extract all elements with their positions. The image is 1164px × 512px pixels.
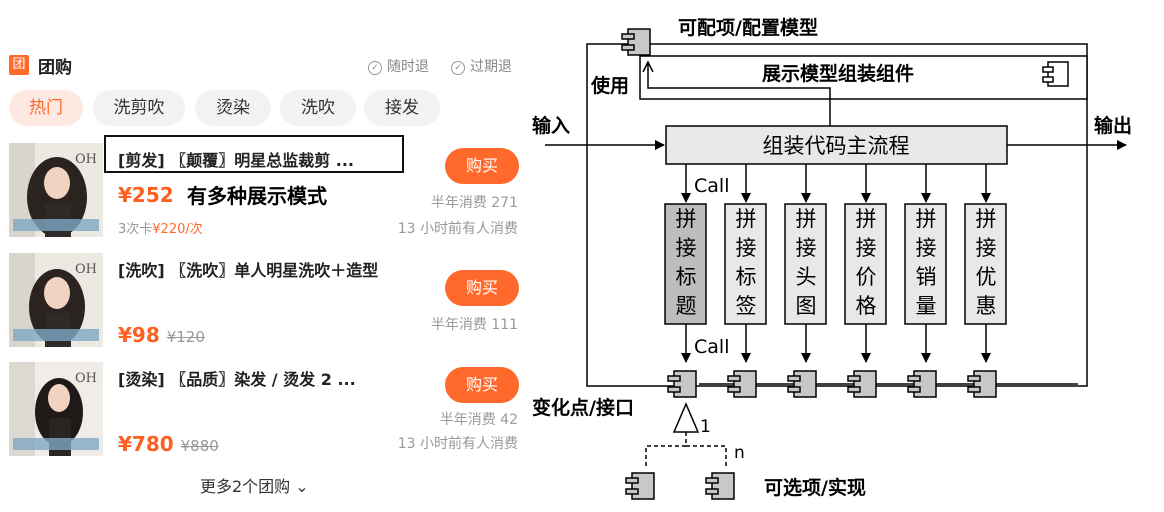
item-price: ¥252: [118, 183, 174, 207]
item-thumbnail[interactable]: OH: [9, 253, 103, 347]
step-box-price: [844, 203, 887, 325]
step-box-image: [784, 203, 827, 325]
tab-wash-blow[interactable]: 洗吹: [280, 90, 356, 126]
step-label-tag: 拼接标签: [736, 207, 757, 318]
item-price: ¥98 ¥120: [118, 323, 205, 347]
config-component-icon: [621, 28, 651, 56]
group-buy-panel: 团 团购 ✓随时退 ✓过期退 热门 洗剪吹 烫染 洗吹 接发 OH [剪发] 〖…: [0, 0, 540, 512]
impl-dashed-line-1: [645, 432, 687, 466]
check-circle-icon: ✓: [368, 61, 382, 75]
sold-count: 半年消费 271: [430, 195, 518, 211]
step-label-price: 拼接价格: [856, 207, 877, 318]
display-mode-annotation: 有多种展示模式: [187, 184, 327, 208]
step-box-discount: [964, 203, 1007, 325]
svg-text:OH: OH: [75, 152, 97, 167]
config-label: 可配项/配置模型: [678, 16, 818, 39]
recent-purchase: 13 小时前有人消费: [397, 221, 518, 237]
tab-wash-cut-blow[interactable]: 洗剪吹: [93, 90, 185, 126]
item-title[interactable]: [洗吹] 〖洗吹〗单人明星洗吹＋造型: [118, 261, 379, 280]
item-title[interactable]: [烫染] 〖品质〗染发 / 烫发 2 ...: [118, 370, 356, 389]
step-label-sales: 拼接销量: [916, 207, 937, 318]
call-label-top: Call: [694, 175, 729, 197]
assembly-component-icon: [1042, 61, 1069, 87]
tab-hair-extension[interactable]: 接发: [364, 90, 440, 126]
multiplicity-one: 1: [700, 417, 711, 437]
item-card-info: 3次卡¥220/次: [118, 222, 203, 237]
impl-dashed-line-2: [686, 445, 727, 466]
portrait-image: OH: [9, 362, 103, 456]
item-thumbnail[interactable]: OH: [9, 362, 103, 456]
check-circle-icon: ✓: [451, 61, 465, 75]
guarantee-expiry-refund: ✓过期退: [451, 56, 512, 76]
guarantee-anytime-refund: ✓随时退: [368, 56, 429, 76]
assembly-component-box: [639, 55, 1088, 100]
title-highlight-box: [104, 135, 404, 173]
svg-text:OH: OH: [75, 262, 97, 277]
buy-button[interactable]: 购买: [445, 367, 519, 403]
outer-frame: [586, 43, 1088, 387]
assembly-label: 展示模型组装组件: [762, 62, 914, 85]
more-deals-link[interactable]: 更多2个团购 ⌄: [200, 477, 309, 496]
optional-impl-label: 可选项/实现: [764, 476, 866, 499]
sold-count: 半年消费 42: [439, 412, 518, 428]
step-label-discount: 拼接优惠: [976, 207, 997, 318]
inheritance-triangle: [672, 402, 700, 433]
item-price: ¥780 ¥880: [118, 432, 219, 456]
step-box-title: [664, 203, 707, 325]
buy-button[interactable]: 购买: [445, 270, 519, 306]
step-label-title: 拼接标题: [676, 207, 697, 318]
svg-text:OH: OH: [75, 371, 97, 386]
step-box-sales: [904, 203, 947, 325]
main-flow-box: [665, 125, 1008, 165]
tab-perm-dye[interactable]: 烫染: [195, 90, 271, 126]
tab-hot[interactable]: 热门: [9, 90, 83, 126]
use-arrow: [648, 62, 831, 126]
call-label-bottom: Call: [694, 336, 729, 358]
step-label-image: 拼接头图: [796, 207, 817, 318]
section-title: 团购: [38, 58, 72, 78]
multiplicity-n: n: [734, 443, 745, 463]
output-label: 输出: [1094, 114, 1132, 137]
item-thumbnail[interactable]: OH: [9, 143, 103, 237]
interface-component-icon: [667, 370, 697, 398]
recent-purchase: 13 小时前有人消费: [397, 436, 518, 452]
main-flow-label: 组装代码主流程: [763, 134, 910, 158]
item-title[interactable]: [剪发] 〖颠覆〗明星总监裁剪 ...: [118, 151, 355, 170]
portrait-image: OH: [9, 143, 103, 237]
use-label: 使用: [590, 75, 629, 97]
buy-button[interactable]: 购买: [445, 148, 519, 184]
chevron-down-icon: ⌄: [295, 477, 309, 496]
input-label: 输入: [532, 114, 570, 137]
implementation-component-icon: [625, 472, 655, 500]
portrait-image: OH: [9, 253, 103, 347]
sold-count: 半年消费 111: [430, 317, 518, 333]
tuan-badge-icon: 团: [9, 55, 29, 75]
step-group: 拼接标题 拼接标签 拼接头图 拼接价格 拼接销量 拼接优惠: [664, 164, 1007, 363]
implementation-component-icon: [705, 472, 735, 500]
variation-point-label: 变化点/接口: [532, 396, 634, 419]
